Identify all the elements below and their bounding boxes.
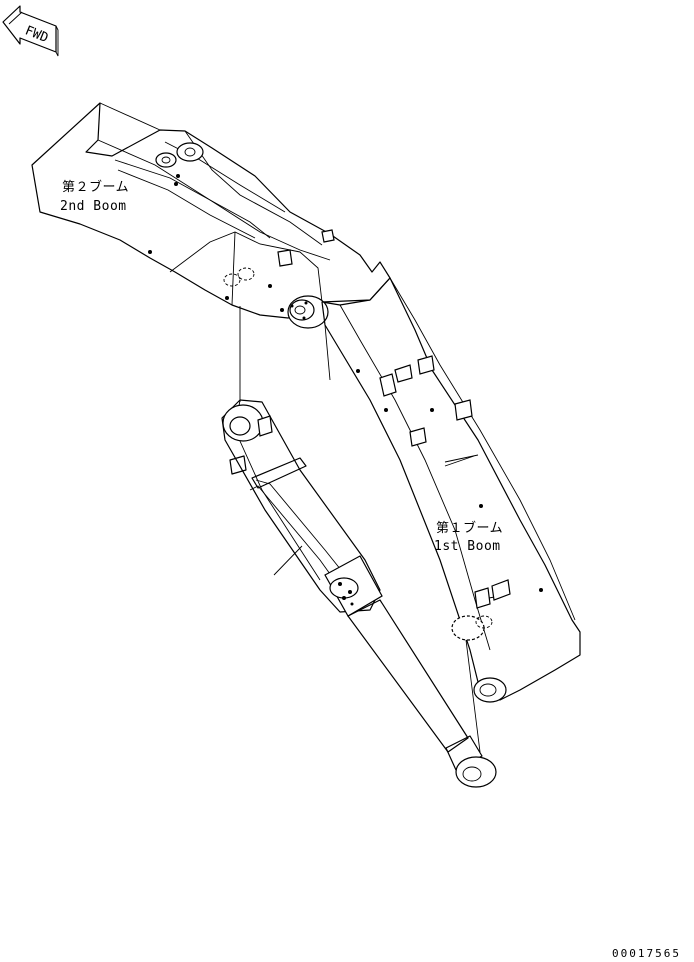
- second-boom-label-jp: 第２ブーム: [62, 180, 130, 195]
- first-boom-label-en: 1st Boom: [434, 539, 501, 554]
- first-boom: [321, 277, 581, 703]
- fwd-text: FWD: [23, 23, 51, 46]
- boom-cylinder: [221, 399, 497, 788]
- leader-lines: [239, 306, 481, 753]
- boom-joint-pin: [287, 295, 329, 329]
- second-boom: [31, 102, 391, 319]
- fwd-arrow-icon: FWD: [2, 5, 59, 57]
- drawing-number: 00017565: [612, 947, 681, 960]
- second-boom-label-en: 2nd Boom: [60, 199, 127, 214]
- first-boom-label-jp: 第１ブーム: [436, 521, 504, 536]
